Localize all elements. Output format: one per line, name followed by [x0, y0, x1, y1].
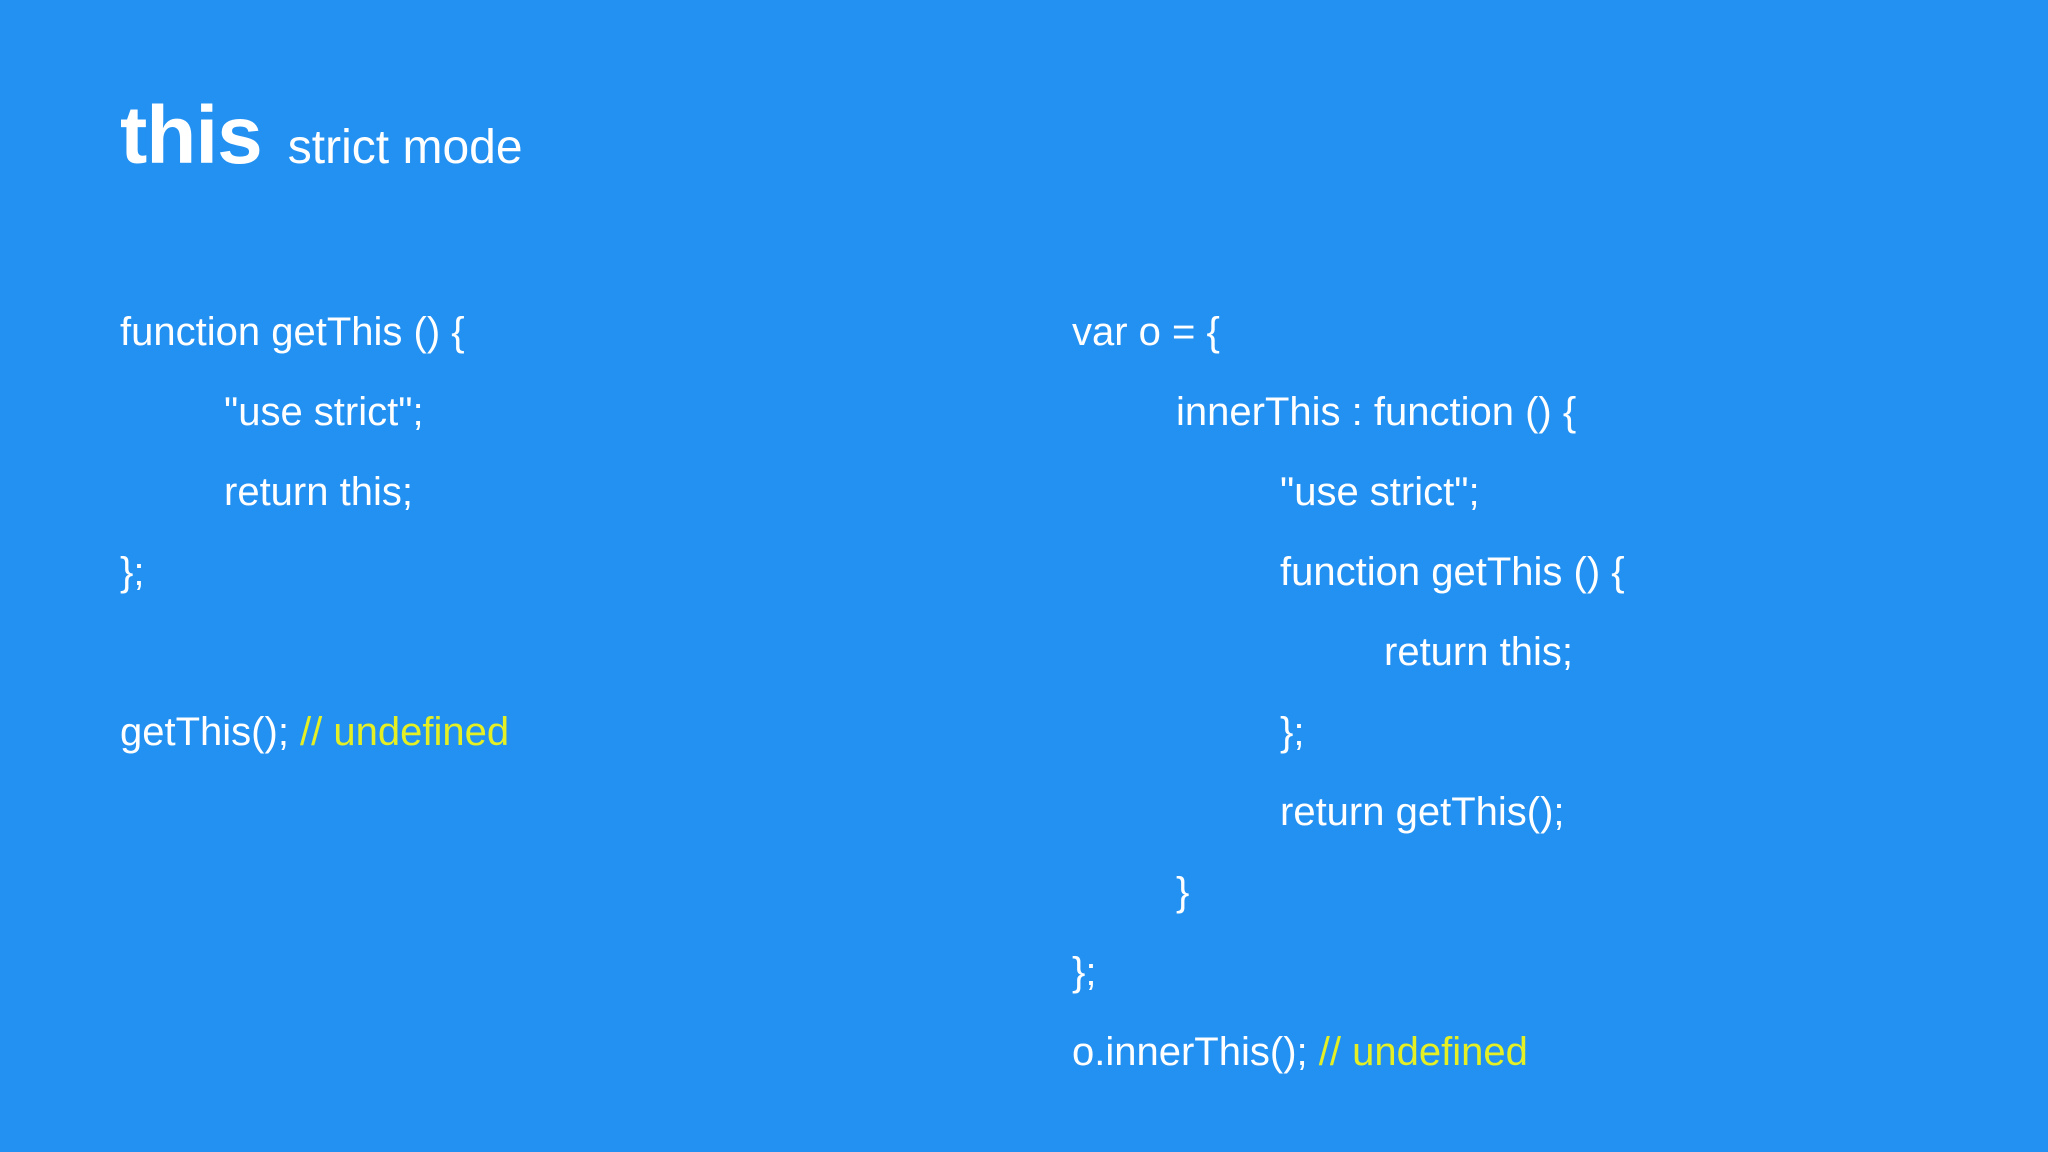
code-text: var o = {: [1072, 310, 1220, 354]
code-text: innerThis : function () {: [1176, 390, 1577, 434]
code-line: "use strict";: [1072, 452, 1972, 532]
code-comment: // undefined: [300, 710, 510, 754]
page-title: this strict mode: [120, 95, 523, 177]
code-text: };: [1280, 710, 1305, 754]
code-comment: // undefined: [1318, 1030, 1528, 1074]
code-text: };: [120, 550, 145, 594]
code-block-left: function getThis () { "use strict"; return…: [120, 292, 940, 772]
code-line: innerThis : function () {: [1072, 372, 1972, 452]
code-text: function getThis () {: [1280, 550, 1625, 594]
code-text: o.innerThis();: [1072, 1030, 1319, 1074]
code-line: return getThis();: [1072, 772, 1972, 852]
code-text: }: [1176, 870, 1190, 914]
code-text: return getThis();: [1280, 790, 1565, 834]
code-text: "use strict";: [1280, 470, 1480, 514]
code-line: function getThis () {: [120, 292, 940, 372]
code-line: o.innerThis(); // undefined: [1072, 1012, 1972, 1092]
code-line: };: [1072, 932, 1972, 1012]
code-text: getThis();: [120, 710, 301, 754]
page-title-subtitle: strict mode: [287, 121, 523, 174]
code-text: return this;: [224, 470, 413, 514]
code-text: "use strict";: [224, 390, 424, 434]
code-line: return this;: [120, 452, 940, 532]
code-line: };: [1072, 692, 1972, 772]
code-line: function getThis () {: [1072, 532, 1972, 612]
code-text: };: [1072, 950, 1097, 994]
code-line: return this;: [1072, 612, 1972, 692]
page-title-main: this: [120, 90, 263, 181]
code-text: return this;: [1384, 630, 1573, 674]
code-text: function getThis () {: [120, 310, 465, 354]
code-line: var o = {: [1072, 292, 1972, 372]
code-line: "use strict";: [120, 372, 940, 452]
code-line: };: [120, 532, 940, 612]
code-block-right: var o = { innerThis : function () { "use s…: [1072, 292, 1972, 1092]
code-line: [120, 612, 940, 692]
code-line: }: [1072, 852, 1972, 932]
code-line: getThis(); // undefined: [120, 692, 940, 772]
